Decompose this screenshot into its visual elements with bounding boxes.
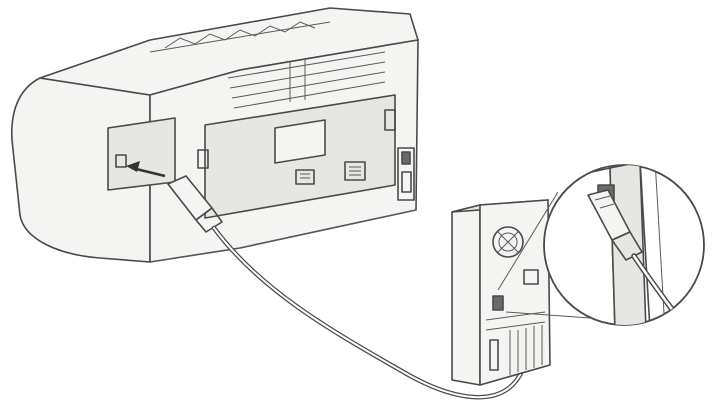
computer-tower [452, 200, 550, 385]
zoom-inset [544, 160, 712, 352]
printer [12, 8, 418, 262]
